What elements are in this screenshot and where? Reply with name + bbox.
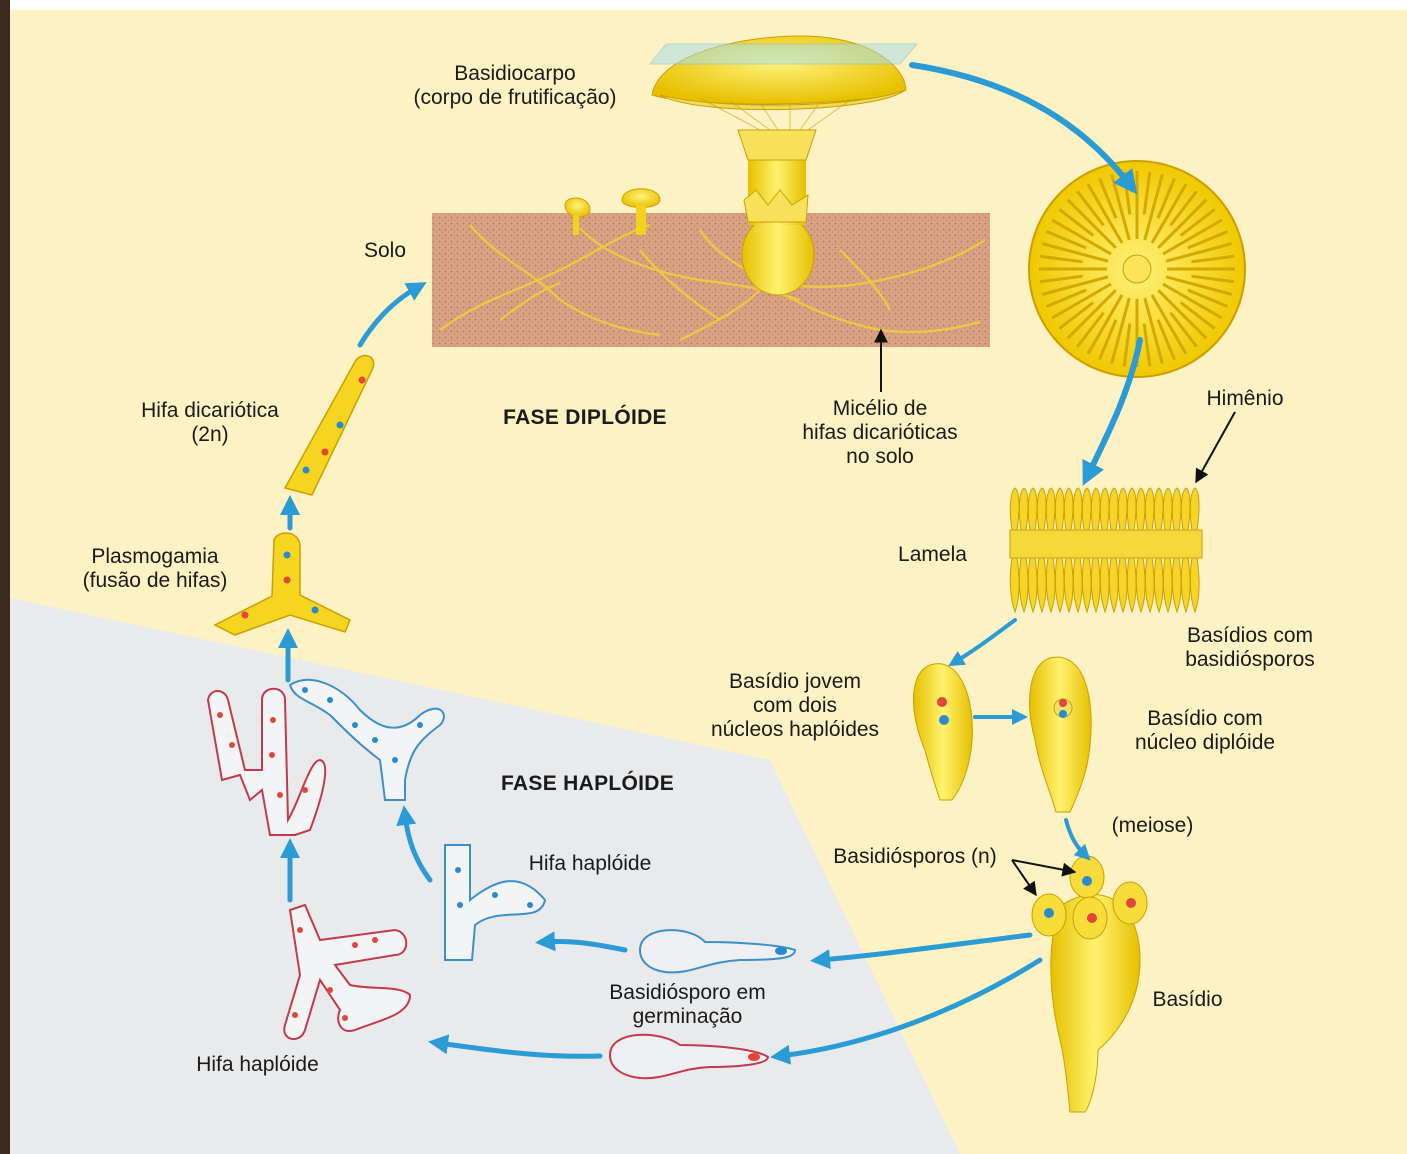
- label-basidiocarp-line2: (corpo de frutificação): [360, 86, 670, 110]
- label-basidiocarp: Basidiocarpo (corpo de frutificação): [360, 62, 670, 110]
- label-diploid-basidium: Basídio com núcleo diplóide: [1105, 707, 1305, 755]
- label-basidiospores: Basidiósporos (n): [810, 845, 1020, 869]
- label-soil: Solo: [350, 239, 420, 263]
- label-basidia-with-spores-line2: basidiósporos: [1150, 648, 1350, 672]
- label-plasmogamy: Plasmogamia (fusão de hifas): [50, 545, 260, 593]
- label-hymenium: Himênio: [1180, 387, 1310, 411]
- label-mycelium: Micélio de hifas dicarióticas no solo: [770, 397, 990, 469]
- left-dark-border: [0, 0, 10, 1154]
- label-haploid-hypha-2: Hifa haplóide: [170, 1053, 345, 1077]
- label-diploid-basidium-line1: Basídio com: [1105, 707, 1305, 731]
- label-young-basidium-line1: Basídio jovem: [680, 670, 910, 694]
- label-mycelium-line2: hifas dicarióticas: [770, 421, 990, 445]
- label-mycelium-line3: no solo: [770, 445, 990, 469]
- label-germinating-spore: Basidiósporo em germinação: [575, 981, 800, 1029]
- label-haploid-phase: FASE HAPLÓIDE: [460, 772, 715, 796]
- label-plasmogamy-line2: (fusão de hifas): [50, 569, 260, 593]
- label-young-basidium-line2: com dois: [680, 694, 910, 718]
- label-diploid-basidium-line2: núcleo diplóide: [1105, 731, 1305, 755]
- label-lamella: Lamela: [880, 543, 985, 567]
- label-basidium: Basídio: [1135, 988, 1240, 1012]
- label-basidia-with-spores: Basídios com basidiósporos: [1150, 624, 1350, 672]
- label-germinating-spore-line2: germinação: [575, 1005, 800, 1029]
- label-dikaryotic-hypha-line1: Hifa dicariótica: [100, 399, 320, 423]
- label-basidia-with-spores-line1: Basídios com: [1150, 624, 1350, 648]
- label-young-basidium: Basídio jovem com dois núcleos haplóides: [680, 670, 910, 742]
- lamella-illustration: [1010, 488, 1202, 612]
- top-white-border: [10, 0, 1407, 10]
- label-young-basidium-line3: núcleos haplóides: [680, 718, 910, 742]
- label-plasmogamy-line1: Plasmogamia: [50, 545, 260, 569]
- label-dikaryotic-hypha: Hifa dicariótica (2n): [100, 399, 320, 447]
- label-mycelium-line1: Micélio de: [770, 397, 990, 421]
- label-haploid-hypha-1: Hifa haplóide: [505, 852, 675, 876]
- label-meiosis: (meiose): [1095, 814, 1210, 838]
- label-basidiocarp-line1: Basidiocarpo: [360, 62, 670, 86]
- label-germinating-spore-line1: Basidiósporo em: [575, 981, 800, 1005]
- label-dikaryotic-hypha-line2: (2n): [100, 423, 320, 447]
- label-diploid-phase: FASE DIPLÓIDE: [460, 406, 710, 430]
